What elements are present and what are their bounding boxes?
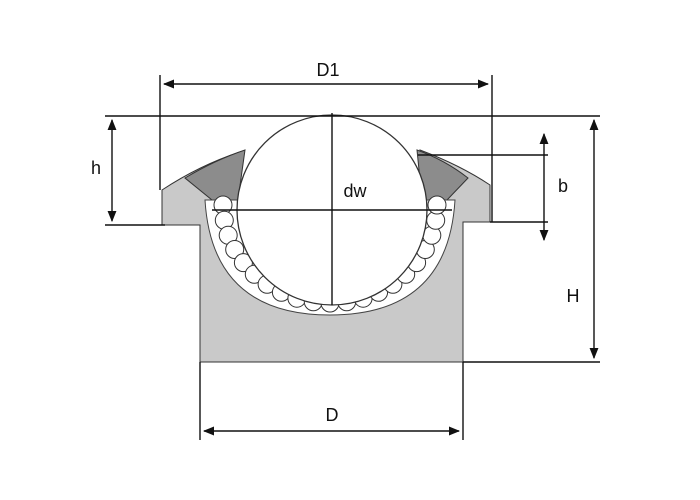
dw-label: dw <box>343 181 367 201</box>
b-label: b <box>558 176 568 196</box>
d1-label: D1 <box>316 60 339 80</box>
support-ball <box>225 240 245 259</box>
seal-right <box>416 149 469 201</box>
d-label: D <box>326 405 339 425</box>
h-label: h <box>91 158 101 178</box>
H-label: H <box>567 286 580 306</box>
support-ball <box>427 195 447 215</box>
